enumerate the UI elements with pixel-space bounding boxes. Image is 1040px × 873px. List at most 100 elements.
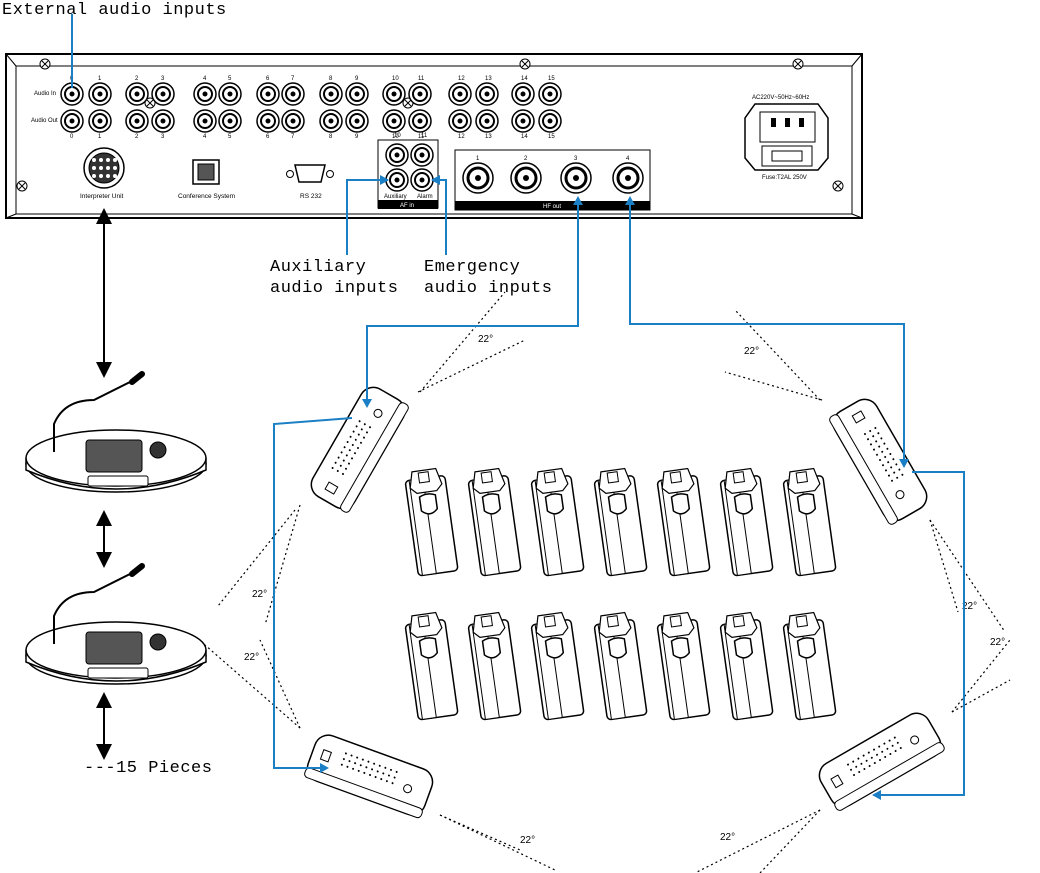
audio-out-jack-6[interactable] [256,109,280,133]
receiver-unit [719,611,774,721]
fuse-label: Fuse:T2AL 250V [762,175,807,181]
audio-in-number: 7 [291,76,295,82]
auxiliary-input-jack[interactable] [385,168,409,192]
audio-in-number: 14 [521,76,528,82]
screw-icon [832,180,844,192]
audio-in-number: 10 [392,76,399,82]
auxiliary-input-leader [346,179,388,255]
audio-out-jack-12[interactable] [448,109,472,133]
audio-in-jack-6[interactable] [256,82,280,106]
audio-in-jack-5[interactable] [218,82,242,106]
audio-out-jack-14[interactable] [511,109,535,133]
audio-out-number: 4 [203,134,207,140]
audio-out-jack-11[interactable] [408,109,432,133]
rs232-port[interactable] [286,164,334,183]
radiator-bottom-left: 22° [204,639,556,871]
audio-out-jack-8[interactable] [319,109,343,133]
audio-in-jack-13[interactable] [475,82,499,106]
hf-out-number: 2 [524,156,528,162]
radiator-tl-to-bl [273,417,353,769]
audio-in-number: 9 [355,76,359,82]
audio-in-jack-12[interactable] [448,82,472,106]
audio-in-number: 6 [266,76,270,82]
radiator-tr-arrowhead [899,459,909,468]
auxiliary-label-line2: audio inputs [270,279,398,298]
af-jack-10[interactable] [385,143,409,167]
receiver-unit [404,611,459,721]
audio-in-number: 2 [135,76,139,82]
screw-icon [519,58,531,70]
audio-in-jack-11[interactable] [408,82,432,106]
hf-out-number: 1 [476,156,480,162]
audio-out-number: 10 [392,134,399,140]
audio-out-jack-5[interactable] [218,109,242,133]
audio-out-jack-15[interactable] [538,109,562,133]
hf-out-number: 3 [574,156,578,162]
audio-out-jack-1[interactable] [88,109,112,133]
audio-in-number: 13 [485,76,492,82]
receiver-unit [404,467,459,577]
emergency-label-line1: Emergency [424,258,520,277]
hf-out-jack-4[interactable] [612,162,644,194]
af-number-11: 11 [421,133,428,139]
audio-out-number: 7 [291,134,295,140]
receiver-unit [656,611,711,721]
audio-in-jack-8[interactable] [319,82,343,106]
radiator-bottom-right: 22° [694,639,1011,873]
audio-out-jack-0[interactable] [60,109,84,133]
rear-panel: Audio In Audio Out 001122334455667788991… [5,53,863,219]
radiator-top-right: 22°22°22° [724,309,1006,648]
receiver-unit [530,611,585,721]
audio-out-number: 15 [548,134,555,140]
audio-in-jack-0[interactable] [60,82,84,106]
alarm-port-label: Alarm [417,194,433,200]
audio-in-jack-14[interactable] [511,82,535,106]
pieces-label: ---15 Pieces [84,759,212,778]
screw-icon [39,58,51,70]
hf-out-jack-2[interactable] [510,162,542,194]
audio-out-jack-13[interactable] [475,109,499,133]
radiator-br-arrowhead [872,790,881,800]
emergency-label-line2: audio inputs [424,279,552,298]
audio-in-jack-15[interactable] [538,82,562,106]
power-inlet[interactable] [744,103,829,171]
alarm-input-jack[interactable] [410,168,434,192]
screw-icon [792,58,804,70]
audio-out-number: 3 [161,134,165,140]
angle-label: 22° [744,346,759,357]
audio-out-jack-10[interactable] [382,109,406,133]
audio-out-number: 9 [355,134,359,140]
audio-out-number: 6 [266,134,270,140]
audio-in-jack-10[interactable] [382,82,406,106]
angle-label: 22° [962,601,977,612]
audio-out-jack-2[interactable] [125,109,149,133]
audio-in-jack-7[interactable] [281,82,305,106]
audio-in-jack-4[interactable] [193,82,217,106]
angle-label: 22° [520,835,535,846]
audio-out-jack-7[interactable] [281,109,305,133]
auxiliary-arrowhead [380,175,389,185]
audio-in-jack-3[interactable] [151,82,175,106]
audio-out-jack-9[interactable] [345,109,369,133]
audio-in-number: 5 [228,76,232,82]
audio-out-jack-3[interactable] [151,109,175,133]
conference-system-port[interactable] [192,159,220,185]
delegate-unit-1 [25,371,207,493]
hf4-arrowhead [625,196,635,205]
audio-in-jack-2[interactable] [125,82,149,106]
audio-out-jack-4[interactable] [193,109,217,133]
audio-out-number: 0 [70,134,74,140]
receiver-unit [656,467,711,577]
hf-out-label: HF out [543,204,561,210]
receiver-unit [782,611,837,721]
audio-in-number: 11 [418,76,425,82]
audio-in-jack-9[interactable] [345,82,369,106]
interpreter-unit-connector[interactable] [83,147,125,189]
hf-out-jack-1[interactable] [462,162,494,194]
hf-out-jack-3[interactable] [560,162,592,194]
receiver-unit [467,467,522,577]
af-jack-11[interactable] [410,143,434,167]
delegate-unit-2 [25,563,207,685]
audio-in-jack-1[interactable] [88,82,112,106]
